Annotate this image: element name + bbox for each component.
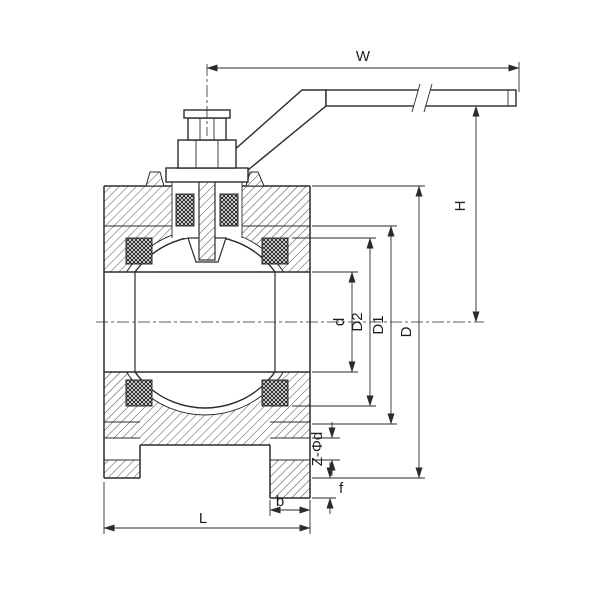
- dim-d-label: d: [331, 318, 348, 326]
- dim-b-label: b: [276, 493, 284, 510]
- valve-body: [103, 171, 311, 499]
- packing-left: [175, 193, 195, 227]
- dim-d1-label: D1: [370, 315, 387, 334]
- stem-assembly: [165, 109, 249, 263]
- dimension-z-phi-d: Z-Φd: [309, 422, 340, 476]
- dim-w-label: W: [356, 48, 371, 65]
- dim-l-label: L: [199, 510, 207, 527]
- dim-d2-label: D2: [349, 312, 366, 331]
- packing-right: [219, 193, 239, 227]
- dimension-w: W: [206, 48, 520, 92]
- bolt-hole-right: [270, 438, 310, 460]
- dimension-d-major: D: [312, 185, 425, 479]
- bolt-hole-left: [104, 438, 140, 460]
- handle-break-line-1: [411, 83, 421, 113]
- gland-hex-nut: [177, 139, 237, 169]
- dim-f-label: f: [339, 480, 344, 497]
- gland-plate: [165, 167, 249, 183]
- seat-rings: [125, 237, 289, 407]
- dimension-d-bore: d: [312, 271, 358, 373]
- dimension-h: H: [452, 105, 480, 323]
- flange-bolt-holes: [104, 437, 310, 461]
- seat-top-left: [125, 237, 153, 265]
- seat-bottom-left: [125, 379, 153, 407]
- dim-z-phi-d-label: Z-Φd: [309, 432, 326, 466]
- bonnet-bolt-left: [145, 171, 165, 187]
- seat-top-right: [261, 237, 289, 265]
- dimension-f: f: [312, 462, 344, 514]
- dim-d-major-label: D: [398, 326, 415, 337]
- handle-lever: [231, 89, 327, 171]
- dimension-d1: D1: [312, 225, 397, 425]
- dimension-d2: D2: [292, 237, 376, 407]
- dim-h-label: H: [452, 201, 469, 212]
- handle-assembly: [231, 83, 517, 171]
- seat-bottom-right: [261, 379, 289, 407]
- dimension-l: L: [103, 482, 311, 534]
- handle-break-line-2: [423, 83, 433, 113]
- bonnet-bolts: [145, 171, 265, 187]
- handle-break-gap: [412, 84, 432, 112]
